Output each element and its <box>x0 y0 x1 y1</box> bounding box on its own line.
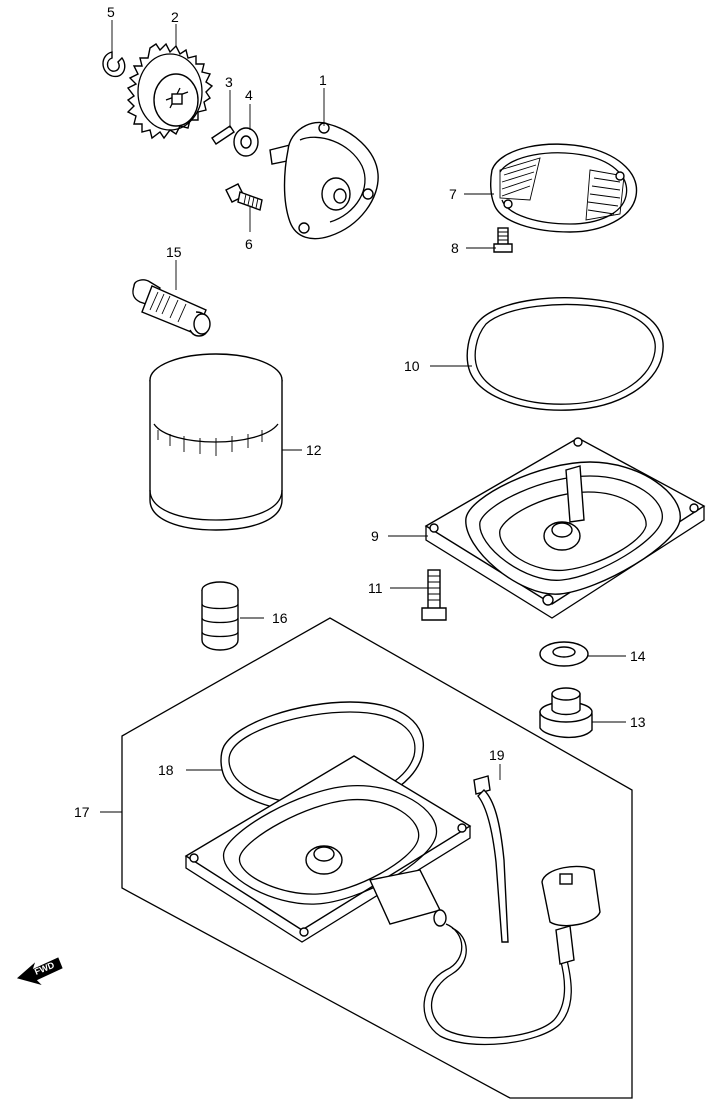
callout-4: 4 <box>245 87 253 103</box>
callout-10: 10 <box>404 358 420 374</box>
gasket-part-10 <box>466 297 664 411</box>
callout-17: 17 <box>74 804 90 820</box>
washer-part-4 <box>233 127 259 157</box>
callout-7: 7 <box>449 186 457 202</box>
callout-19: 19 <box>489 747 505 763</box>
strainer-part-7 <box>489 143 638 233</box>
callout-18: 18 <box>158 762 174 778</box>
callout-9: 9 <box>371 528 379 544</box>
leader-lines <box>100 20 626 813</box>
bolt-part-11 <box>421 569 447 621</box>
level-sensor-cable <box>423 865 601 1046</box>
callout-12: 12 <box>306 442 322 458</box>
callout-13: 13 <box>630 714 646 730</box>
kit-box-part-17 <box>121 617 633 1099</box>
callout-6: 6 <box>245 236 253 252</box>
gear-part-2 <box>126 42 214 140</box>
callout-8: 8 <box>451 240 459 256</box>
oil-pump-part-1 <box>269 121 379 240</box>
callout-3: 3 <box>225 74 233 90</box>
callout-5: 5 <box>107 4 115 20</box>
callout-15: 15 <box>166 244 182 260</box>
pin-part-3 <box>211 125 235 145</box>
callout-1: 1 <box>319 72 327 88</box>
bolt-part-6 <box>225 183 263 211</box>
washer-part-14 <box>539 641 589 667</box>
kit-oil-pan <box>184 755 472 943</box>
cable-tie-part-19 <box>473 775 509 943</box>
callout-numbers: 5 2 3 4 1 6 7 8 15 10 12 9 11 16 14 13 1… <box>74 4 646 820</box>
strainer-element-part-16 <box>201 581 239 651</box>
oil-pan-part-9 <box>424 437 706 619</box>
callout-16: 16 <box>272 610 288 626</box>
callout-11: 11 <box>368 580 383 596</box>
callout-2: 2 <box>171 9 179 25</box>
fwd-direction-arrow: FWD <box>16 957 63 985</box>
oil-filter-part-12 <box>149 353 283 531</box>
bolt-part-8 <box>493 227 513 253</box>
circlip-part-5 <box>102 51 126 78</box>
drain-plug-part-13 <box>539 687 593 738</box>
callout-14: 14 <box>630 648 646 664</box>
oil-pressure-switch-part-15 <box>132 279 211 337</box>
